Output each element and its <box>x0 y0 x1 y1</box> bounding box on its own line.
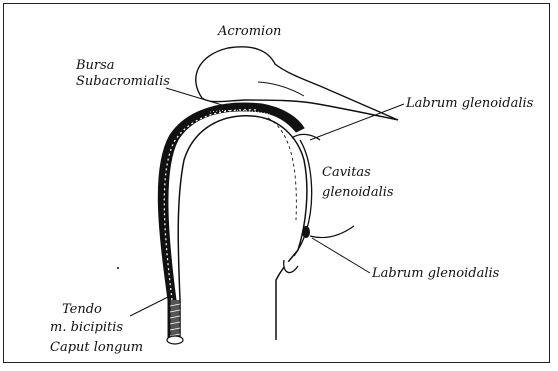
label-tendo: Tendo <box>62 302 102 317</box>
label-m-bicipitis: m. bicipitis <box>50 320 123 335</box>
label-bursa-subacromialis: Subacromialis <box>76 74 170 89</box>
labrum-lower-leader <box>312 238 370 273</box>
humerus <box>178 116 307 340</box>
label-labrum-glenoidalis-upper: Labrum glenoidalis <box>406 96 533 111</box>
label-acromion: Acromion <box>218 24 281 39</box>
label-labrum-glenoidalis-lower: Labrum glenoidalis <box>372 266 499 281</box>
label-cavitas: Cavitas <box>322 165 371 180</box>
label-caput-longum: Caput longum <box>50 340 143 355</box>
label-glenoidalis: glenoidalis <box>322 185 394 200</box>
labrum-lower-shape <box>302 226 310 238</box>
labrum-upper-shape <box>292 134 320 140</box>
tendo-leader <box>130 296 170 316</box>
label-bursa: Bursa <box>76 58 115 73</box>
